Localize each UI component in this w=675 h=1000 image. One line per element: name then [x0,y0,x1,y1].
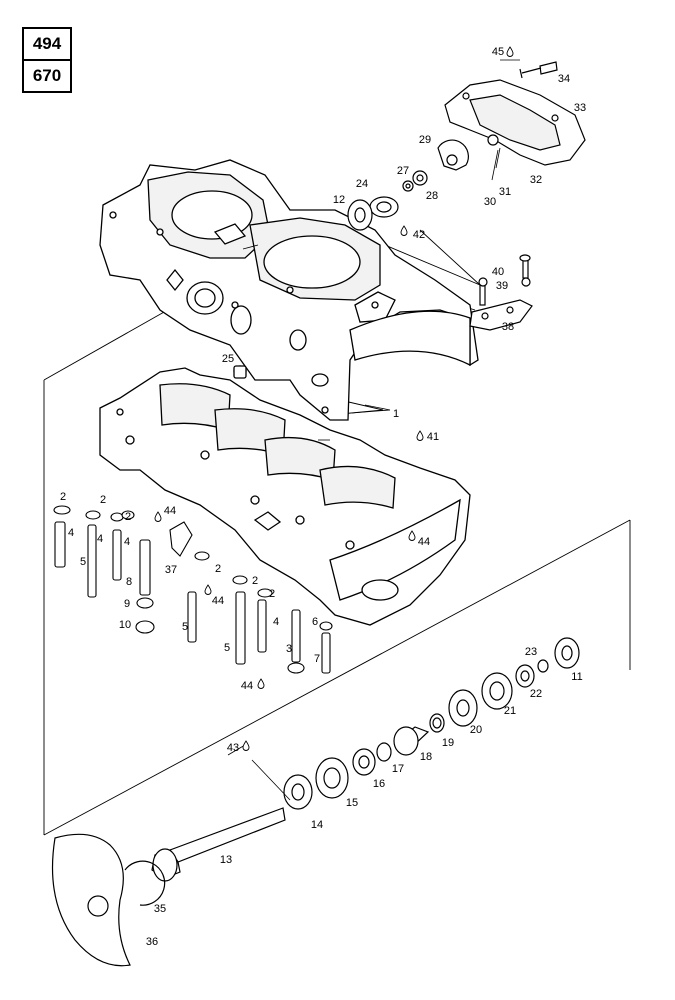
callout-16: 16 [373,778,385,790]
callout-2a: 2 [60,491,66,503]
callout-12: 12 [333,194,345,206]
callout-5c: 5 [224,642,230,654]
output-shaft-assembly [51,637,580,967]
upper-crankcase [99,159,479,421]
callout-43: 43 [227,742,239,754]
callout-41-b: 44 [418,536,430,548]
callout-37: 37 [165,564,177,576]
callout-18: 18 [420,751,432,763]
callout-29: 29 [419,134,431,146]
callout-45: 45 [492,46,504,58]
callout-31: 31 [499,186,511,198]
callout-24: 24 [356,178,368,190]
callout-25: 25 [222,353,234,365]
callout-5b: 5 [182,621,188,633]
callout-labels: 45 34 33 29 27 24 28 30 31 32 12 42 40 3… [60,46,586,948]
callout-41: 41 [427,431,439,443]
oil-drop-icon [257,678,265,689]
oil-drop-icon [416,430,424,441]
lower-crankcase [99,365,471,626]
callout-2c: 2 [125,511,131,523]
callout-11: 11 [571,671,582,683]
callout-20: 20 [470,724,482,736]
callout-22: 22 [530,688,542,700]
callout-44d: 44 [241,680,253,692]
callout-27: 27 [397,165,409,177]
callout-1: 1 [393,408,399,420]
callout-2b: 2 [100,494,106,506]
callout-14: 14 [311,819,323,831]
oil-drop-icon [506,46,514,57]
leader-lines [227,59,520,801]
callout-2f: 2 [269,588,275,600]
callout-39: 39 [496,280,508,292]
model-number-670: 670 [22,59,72,93]
callout-17: 17 [392,763,404,775]
callout-9: 9 [124,598,130,610]
callout-35: 35 [154,903,166,915]
callout-42: 42 [413,229,425,241]
rotary-valve-cover-assembly [347,61,586,231]
callout-3: 3 [286,643,292,655]
callout-4c: 4 [124,536,130,548]
oil-drop-icon [400,225,408,236]
callout-38: 38 [502,321,514,333]
callout-34: 34 [558,73,570,85]
oil-drop-icon [154,511,162,522]
callout-33: 33 [574,102,586,114]
callout-19: 19 [442,737,454,749]
oil-drop-icon [242,740,250,751]
callout-13: 13 [220,854,232,866]
oil-drop-icon [204,584,212,595]
callout-28: 28 [426,190,438,202]
callout-4a: 4 [68,527,74,539]
callout-2e: 2 [252,575,258,587]
callout-44c: 44 [212,595,224,607]
callout-5a: 5 [80,556,86,568]
callout-32: 32 [530,174,542,186]
callout-6: 6 [312,616,318,628]
callout-10: 10 [119,619,131,631]
callout-44a: 44 [164,505,176,517]
callout-21: 21 [504,705,516,717]
callout-2d: 2 [215,563,221,575]
callout-8: 8 [126,576,132,588]
callout-4b: 4 [97,533,103,545]
callout-36: 36 [146,936,158,948]
mounting-bracket [469,254,533,331]
callout-15: 15 [346,797,358,809]
callout-40: 40 [492,266,504,278]
callout-7: 7 [314,653,320,665]
model-number-494: 494 [22,27,72,61]
callout-30: 30 [484,196,496,208]
callout-4d: 4 [273,616,279,628]
crankcase-fasteners [53,505,333,674]
callout-23: 23 [525,646,537,658]
